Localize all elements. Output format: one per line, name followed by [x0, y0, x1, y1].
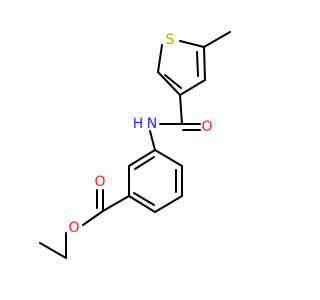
bond-c5b-ester-c	[102, 195, 130, 212]
atom-labels: S N H O O O	[68, 32, 212, 236]
bond-c4-c5	[203, 46, 206, 81]
bond-ch2-ch3	[39, 242, 67, 259]
amide-nitrogen-hydrogen-label: H	[133, 116, 144, 132]
bond-n-c1	[149, 130, 156, 151]
bond-c3-amide-c	[179, 94, 183, 125]
bonds	[39, 31, 231, 259]
bond-c3b-c4b	[154, 195, 183, 213]
amide-nitrogen-label: N	[147, 116, 157, 132]
bond-c5-s	[179, 40, 205, 48]
molecule-structure: S N H O O O	[39, 31, 231, 259]
amide-oxygen-label: O	[201, 119, 212, 135]
bond-ester-c-o	[82, 210, 104, 226]
bond-c3-c4	[179, 79, 206, 96]
bond-c6b-c1-inner	[134, 156, 155, 170]
bond-c4b-c5b	[128, 195, 156, 213]
bond-c2-c3-inner	[164, 74, 182, 89]
bond-c4b-c5b-inner	[133, 192, 155, 206]
ester-carbonyl-oxygen-label: O	[94, 174, 105, 190]
bond-c2-c3	[157, 71, 181, 96]
bond-s-c2	[157, 44, 163, 73]
bond-c6b-c1	[128, 149, 156, 167]
sulfur-atom-label: S	[166, 32, 175, 48]
ester-ether-oxygen-label: O	[68, 220, 79, 236]
bond-c4-c5-inner	[196, 51, 199, 77]
bond-methyl-c5	[203, 31, 231, 48]
bond-c1-c2b	[154, 149, 183, 167]
